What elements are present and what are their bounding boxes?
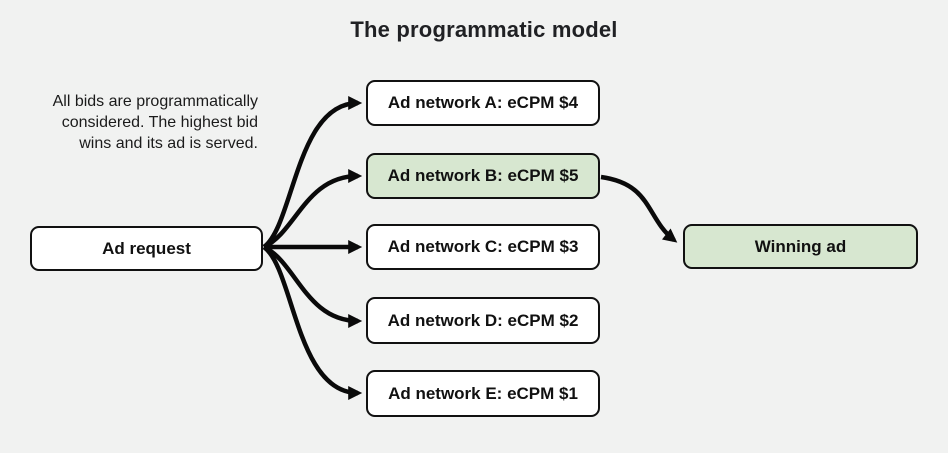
ad-network-e-node: Ad network E: eCPM $1 <box>366 370 600 417</box>
ad-request-node: Ad request <box>30 226 263 271</box>
ad-network-c-node: Ad network C: eCPM $3 <box>366 224 600 270</box>
arrow-request-to-network-a <box>262 96 363 249</box>
explanation-note: All bids are programmatically considered… <box>52 93 258 153</box>
arrow-request-to-network-e <box>262 245 363 400</box>
ad-network-d-node: Ad network D: eCPM $2 <box>366 297 600 344</box>
ad-network-a-node: Ad network A: eCPM $4 <box>366 80 600 126</box>
diagram-title: The programmatic model <box>350 17 618 42</box>
winning-ad-node: Winning ad <box>683 224 918 269</box>
ad-network-b-node: Ad network B: eCPM $5 <box>366 153 600 199</box>
arrow-request-to-network-b <box>262 169 363 250</box>
arrow-request-to-network-d <box>262 244 363 328</box>
arrow-network-b-to-winning-ad <box>600 174 678 243</box>
